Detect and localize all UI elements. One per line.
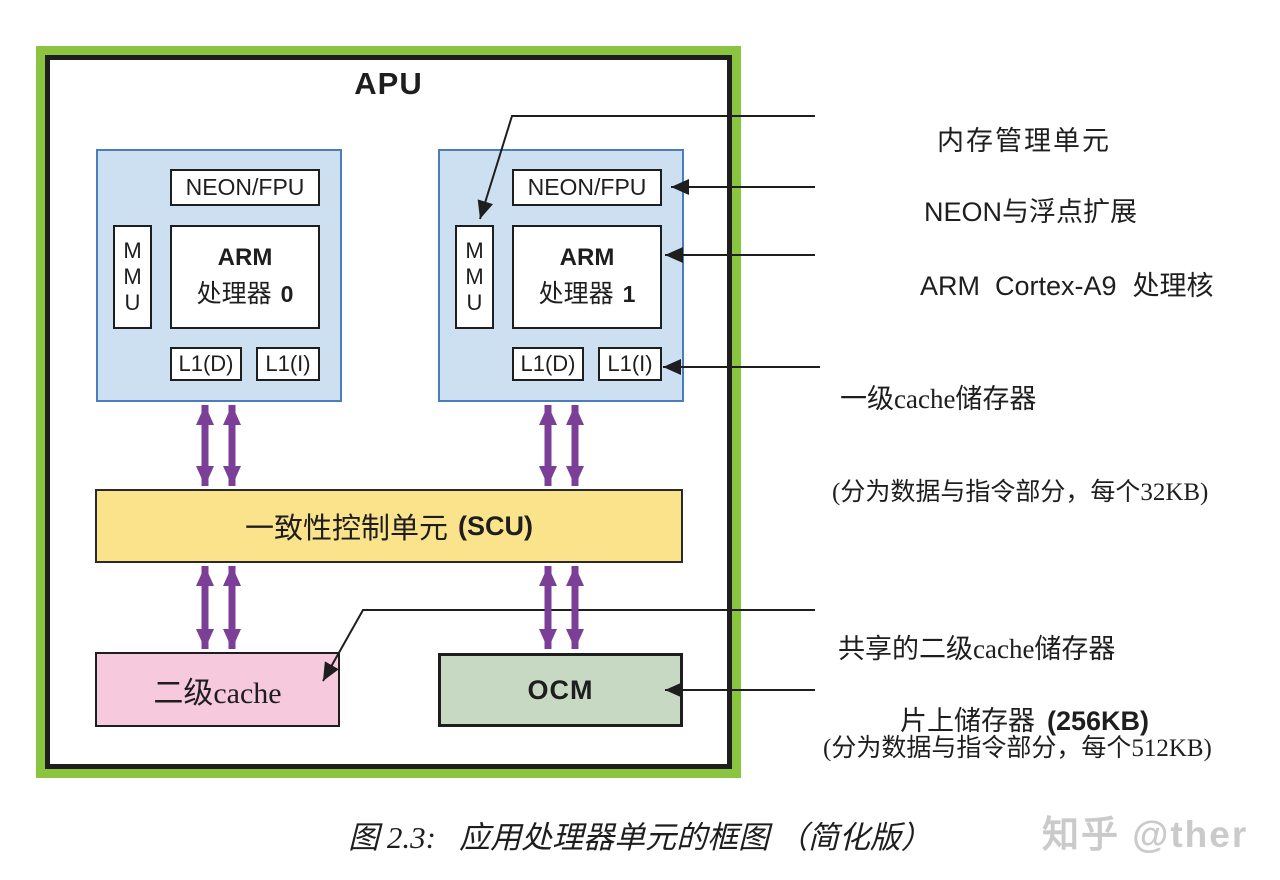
annotation-l2-line2: (分为数据与指令部分，每个512KB) [823,735,1212,762]
cpu1-l1d-box: L1(D) [512,347,584,381]
annotation-l2-cache: 共享的二级cache储存器 (分为数据与指令部分，每个512KB) [823,567,1212,831]
l2-cache-label: 二级cache [153,676,282,710]
cpu0-l1i-box: L1(I) [256,347,320,381]
annotation-ocm-en: (256KB) [1047,706,1150,736]
annotation-ocm: 片上储存器 (256KB) [873,668,1149,769]
annotation-arm-en: ARM Cortex-A9 [920,271,1117,301]
watermark: 知乎 @ther [1042,814,1249,855]
cpu1-block: NEON/FPU M M U ARM 处理器 1 L1(D) L1(I) [438,149,684,402]
scu-label-en: (SCU) [458,510,533,541]
annotation-mmu: 内存管理单元 [902,88,1111,189]
cpu1-arm-label: ARM [559,244,615,271]
cpu0-processor-label: 处理器 [196,281,272,308]
annotation-arm-cn: 处理核 [1132,271,1214,301]
cpu1-l1d-label: L1(D) [520,351,576,376]
annotation-neon-cn: 与浮点扩展 [1002,197,1138,227]
cpu1-core-id: 1 [622,281,636,307]
cpu0-core-id: 0 [280,281,294,307]
cpu0-l1d-label: L1(D) [178,351,234,376]
ocm-label: OCM [527,674,594,705]
cpu0-l1i-label: L1(I) [265,351,311,376]
cpu1-processor-label: 处理器 [538,281,614,308]
annotation-l1-cache: 一级cache储存器 (分为数据与指令部分，每个32KB) [832,322,1208,570]
cpu0-mmu-label: M M U [123,238,142,315]
annotation-neon-en: NEON [924,197,1003,227]
annotation-arm-core: ARM Cortex-A9 处理核 [893,233,1214,334]
scu-box: 一致性控制单元 (SCU) [95,489,683,563]
cpu0-neon-fpu-box: NEON/FPU [170,169,320,206]
apu-title: APU [354,66,423,101]
annotation-l1-line2: (分为数据与指令部分，每个32KB) [832,479,1209,506]
annotation-l1-line1: 一级cache储存器 [840,384,1037,414]
cpu1-mmu-box: M M U [455,225,494,329]
annotation-l2-line1: 共享的二级cache储存器 [838,634,1116,664]
l2-cache-box: 二级cache [95,652,340,727]
cpu1-neon-fpu-box: NEON/FPU [512,169,662,206]
cpu1-mmu-label: M M U [465,238,484,315]
annotation-neon: NEON与浮点扩展 [897,159,1137,260]
cpu1-l1i-label: L1(I) [607,351,653,376]
apu-frame [36,46,741,778]
figure-caption: 图 2.3: 应用处理器单元的框图 （简化版） [348,820,932,855]
cpu1-arm-core-box: ARM 处理器 1 [512,225,662,329]
cpu0-neon-fpu-label: NEON/FPU [185,174,305,200]
cpu0-arm-core-box: ARM 处理器 0 [170,225,320,329]
cpu1-l1i-box: L1(I) [598,347,662,381]
cpu1-neon-fpu-label: NEON/FPU [527,174,647,200]
cpu0-l1d-box: L1(D) [170,347,242,381]
cpu0-arm-label: ARM [217,244,273,271]
apu-frame-inner-border [45,55,732,769]
cpu0-mmu-box: M M U [113,225,152,329]
ocm-box: OCM [438,653,683,727]
scu-label-cn: 一致性控制单元 [244,513,448,545]
annotation-ocm-cn: 片上储存器 [900,706,1035,736]
cpu0-block: NEON/FPU M M U ARM 处理器 0 L1(D) L1(I) [96,149,342,402]
annotation-mmu-text: 内存管理单元 [937,126,1111,156]
